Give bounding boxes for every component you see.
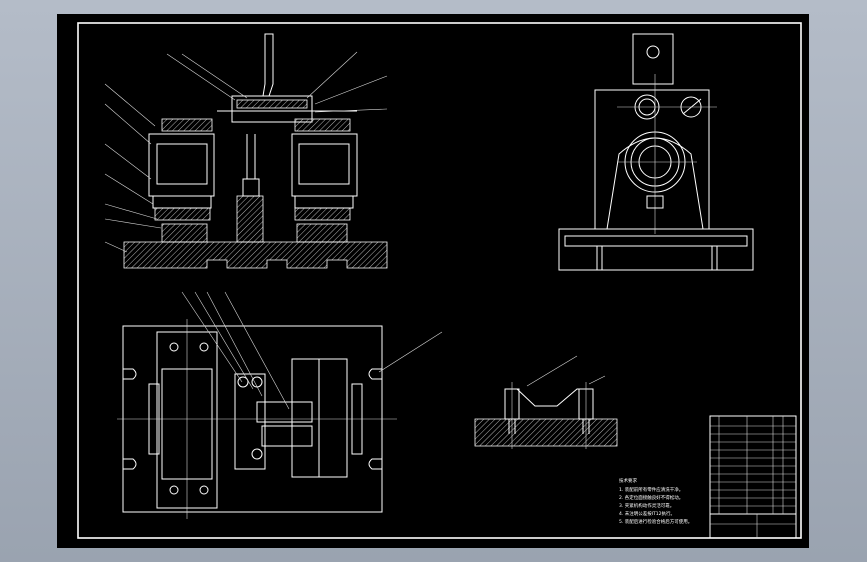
cad-drawing: 技术要求 1. 装配前所有零件应清洗干净。 2. 各定位面接触良好不得松动。 3…	[77, 22, 802, 539]
detail-view	[474, 355, 618, 449]
note-line: 4. 未注明公差按IT12执行。	[619, 510, 675, 517]
note-line: 2. 各定位面接触良好不得松动。	[619, 494, 683, 501]
drawing-border	[77, 22, 802, 539]
technical-notes: 技术要求 1. 装配前所有零件应清洗干净。 2. 各定位面接触良好不得松动。 3…	[619, 477, 692, 525]
side-view	[558, 33, 754, 271]
front-view	[104, 33, 388, 269]
top-view	[117, 291, 443, 519]
title-block	[709, 415, 797, 539]
note-line: 5. 装配后进行检验合格后方可使用。	[619, 518, 692, 525]
note-line: 3. 夹紧机构动作灵活可靠。	[619, 502, 674, 509]
note-line: 1. 装配前所有零件应清洗干净。	[619, 486, 683, 493]
notes-title: 技术要求	[619, 477, 637, 484]
drawing-sheet: 技术要求 1. 装配前所有零件应清洗干净。 2. 各定位面接触良好不得松动。 3…	[57, 14, 809, 548]
